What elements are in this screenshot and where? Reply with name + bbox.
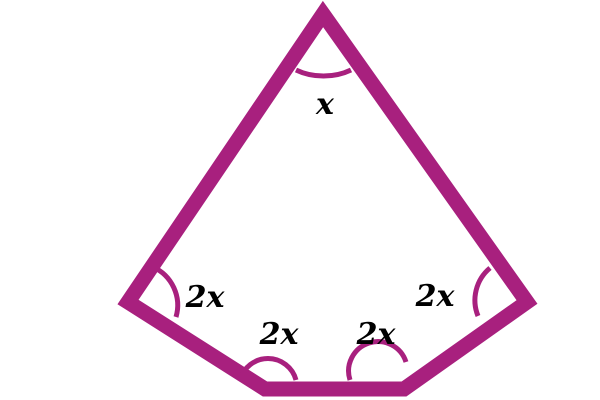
upper-left-angle-arc [151,264,181,318]
lower-left-angle-label: 2x [259,317,300,352]
upper-left-angle-label: 2x [185,280,226,315]
upper-right-angle-arc [472,266,492,317]
apex-angle-label: x [315,87,335,122]
lower-left-angle-arc [237,356,299,381]
lower-right-angle-arc [346,339,409,381]
pentagon-outline [117,0,538,397]
upper-right-angle-label: 2x [415,279,456,314]
lower-right-angle-label: 2x [356,317,397,352]
apex-angle-arc [294,67,353,79]
